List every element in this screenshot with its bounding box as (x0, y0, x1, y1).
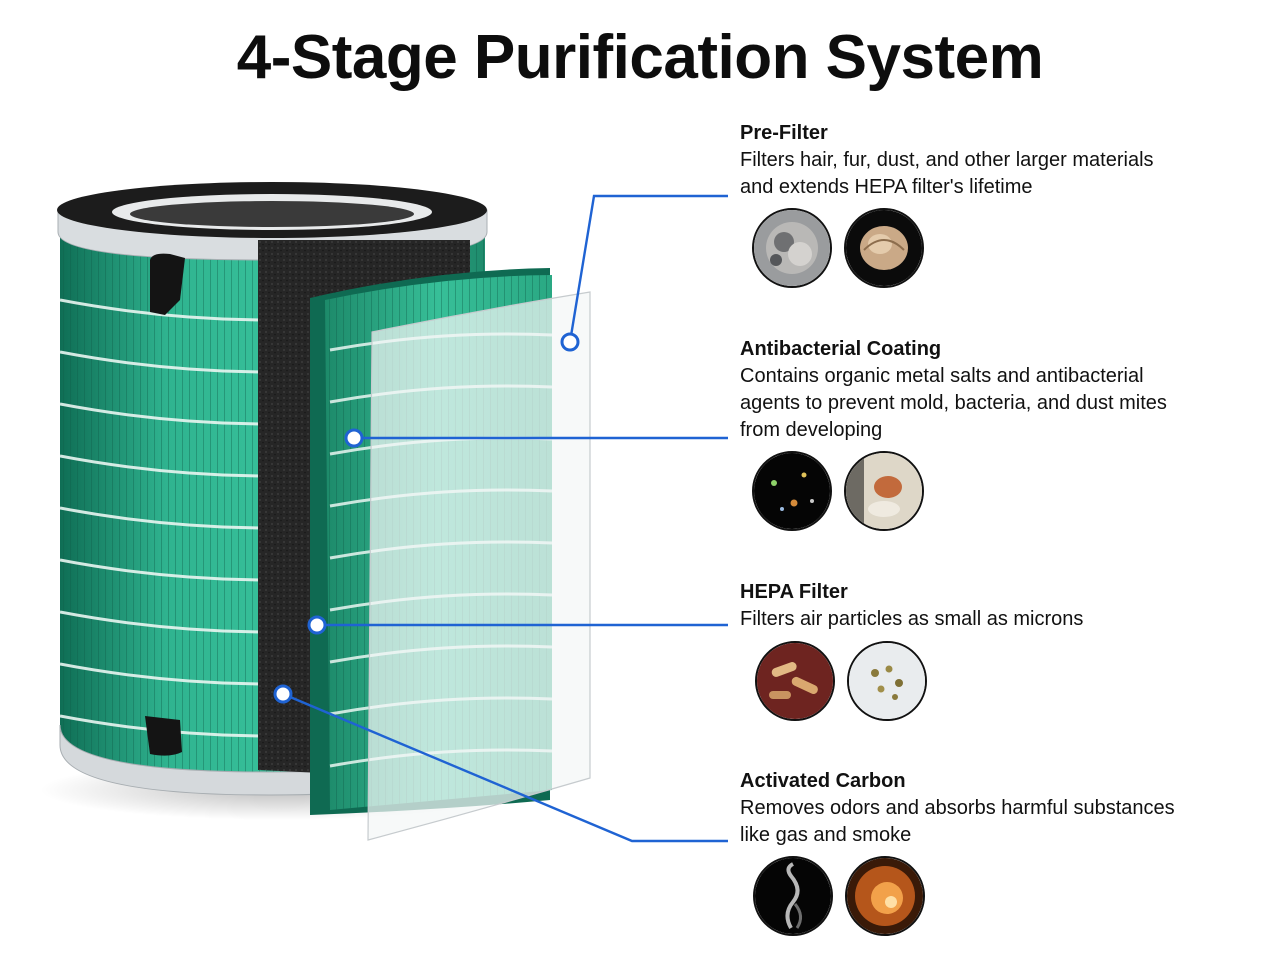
pull-tab-top (150, 253, 185, 315)
pre-filter-marker (560, 332, 580, 352)
stage-description: Removes odors and absorbs harmful substa… (740, 797, 1175, 846)
stage-title: Activated Carbon (740, 770, 906, 792)
stage-images (752, 208, 924, 288)
antibacterial-marker (344, 428, 364, 448)
bacteria-image (752, 451, 832, 531)
stage-antibacterial-coating: Antibacterial Coating Contains organic m… (740, 336, 1260, 444)
dust-image (752, 208, 832, 288)
particles-image (847, 641, 927, 721)
stage-description: Filters hair, fur, dust, and other large… (740, 149, 1154, 198)
stage-title: HEPA Filter (740, 581, 848, 603)
stage-images (753, 856, 925, 936)
stage-activated-carbon: Activated Carbon Removes odors and absor… (740, 768, 1260, 849)
carbon-marker (273, 684, 293, 704)
microbes-image (755, 641, 835, 721)
dust-mite-image (844, 451, 924, 531)
hepa-marker (307, 615, 327, 635)
smoke-image (753, 856, 833, 936)
page-title: 4-Stage Purification System (236, 23, 1044, 92)
stage-description: Contains organic metal salts and antibac… (740, 365, 1167, 441)
pull-tab-bottom (145, 716, 182, 756)
gas-image (845, 856, 925, 936)
pre-filter-sheet (367, 291, 591, 841)
callout-dots (273, 332, 580, 704)
stage-description: Filters air particles as small as micron… (740, 608, 1084, 630)
stage-title: Antibacterial Coating (740, 338, 942, 360)
stage-title: Pre-Filter (740, 122, 828, 144)
stage-images (752, 451, 924, 531)
stage-pre-filter: Pre-Filter Filters hair, fur, dust, and … (740, 120, 1260, 201)
callout-lines (282, 194, 728, 843)
stage-images (755, 641, 927, 721)
stage-hepa-filter: HEPA Filter Filters air particles as sma… (740, 579, 1260, 633)
fur-image (844, 208, 924, 288)
